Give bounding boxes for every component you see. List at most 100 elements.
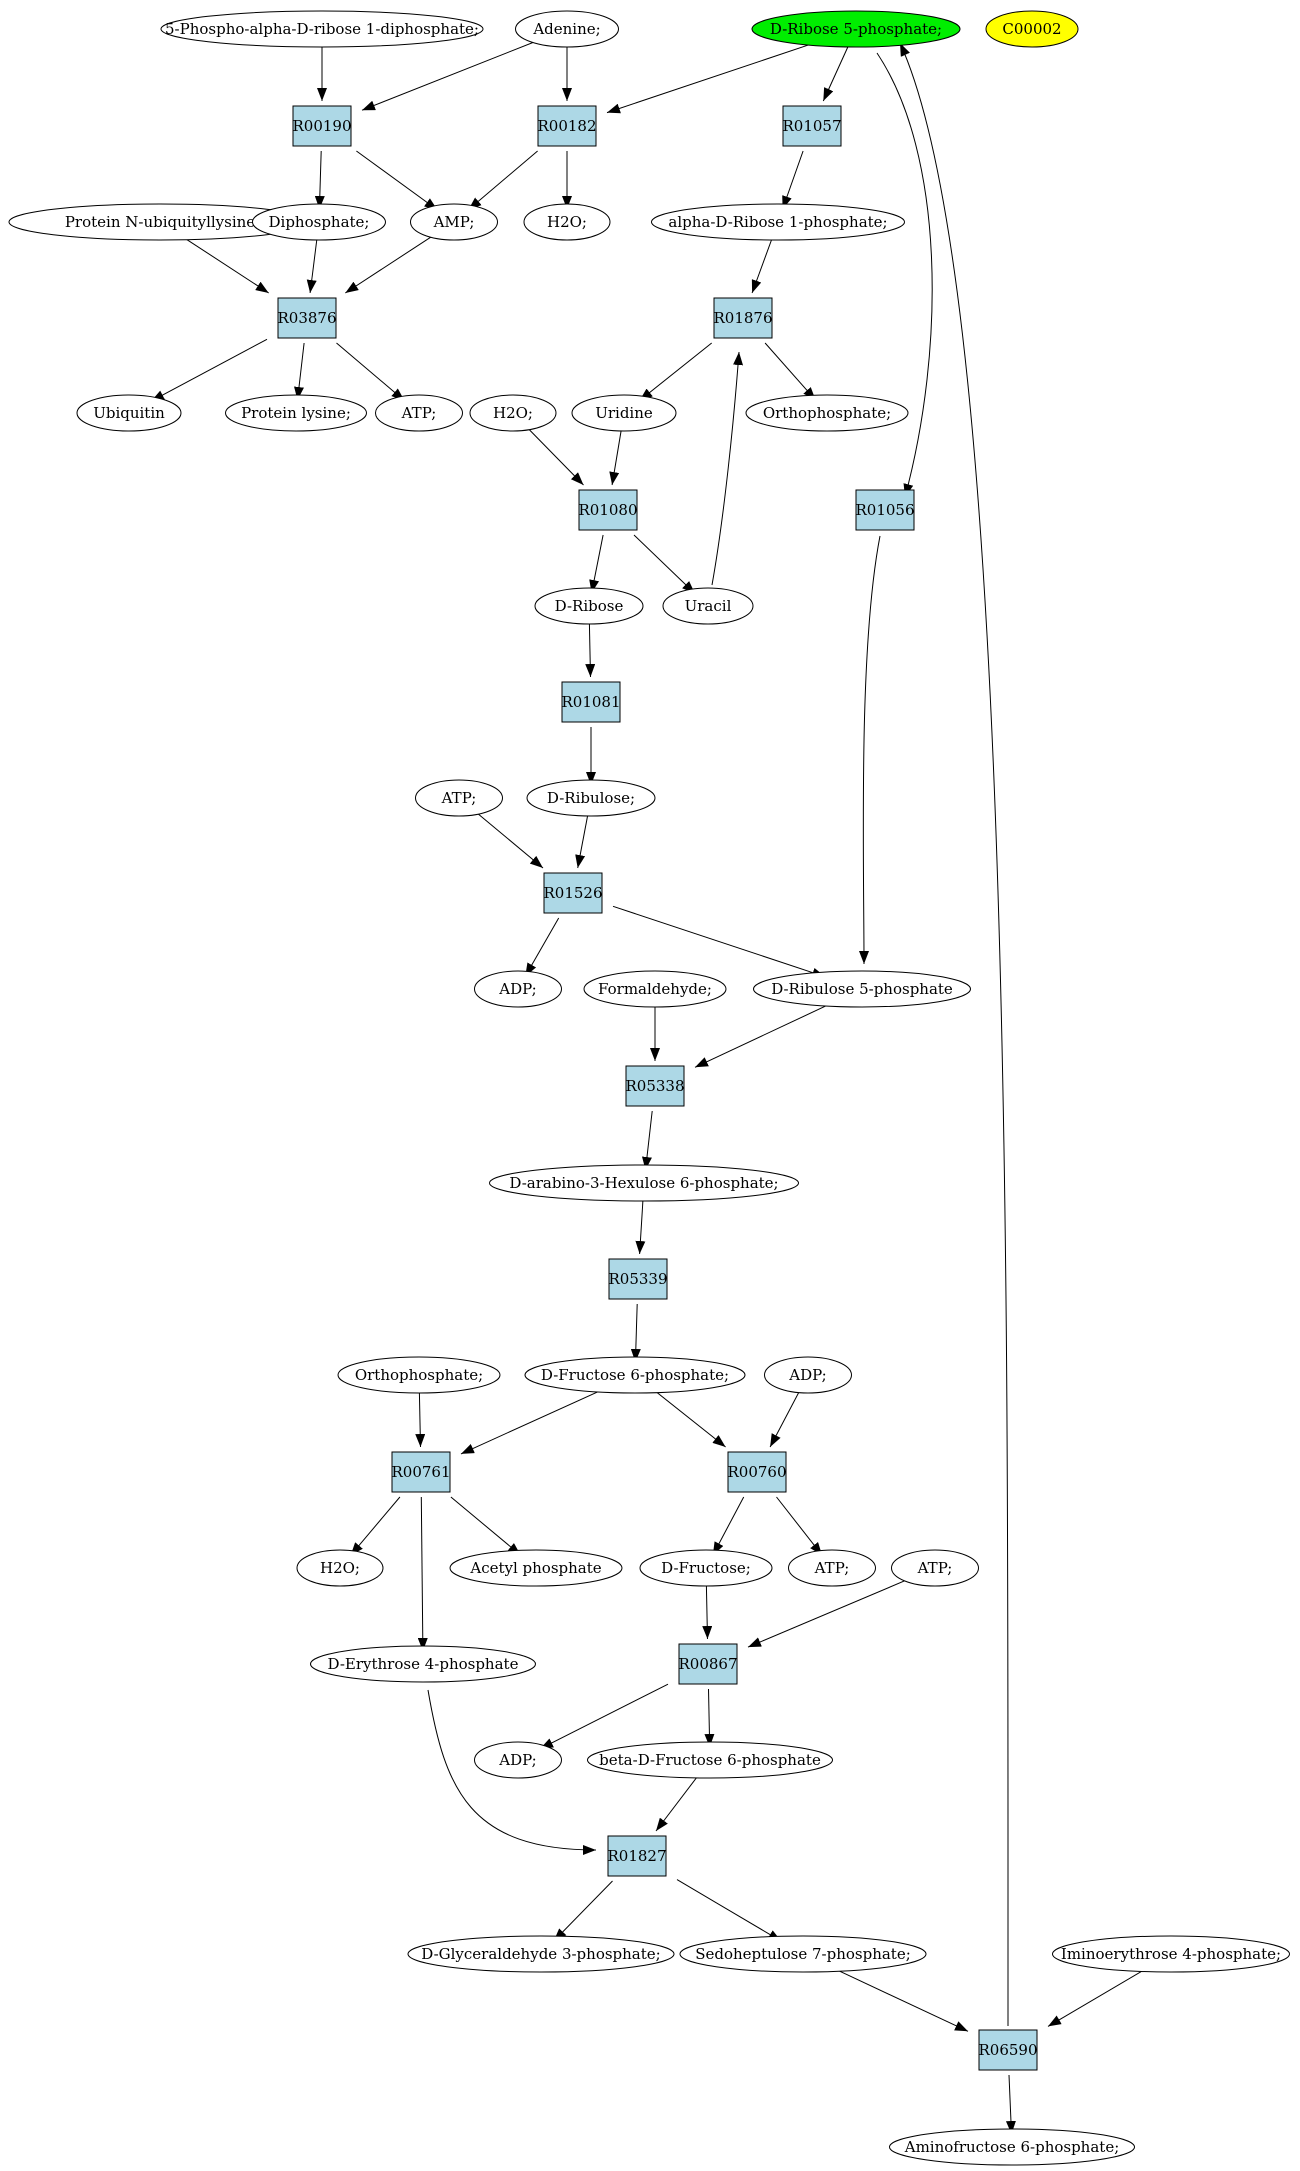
compound-node-protein-lysine-15[interactable]: Protein lysine; <box>225 394 367 432</box>
compound-node-formaldehyde-29[interactable]: Formaldehyde; <box>583 970 727 1008</box>
reaction-node-r01080-20[interactable]: R01080 <box>578 489 638 531</box>
compound-node-uridine-18[interactable]: Uridine <box>571 394 677 432</box>
edge-f6p-to-R00761 <box>460 1387 608 1455</box>
compound-node-beta-d-fructose-6-phosphate-47[interactable]: beta-D-Fructose 6-phosphate <box>587 1741 833 1779</box>
compound-node-atp-43[interactable]: ATP; <box>891 1549 979 1587</box>
edge-atp_2-to-R01526 <box>473 809 544 869</box>
compound-node-sedoheptulose-7-phosphate-50[interactable]: Sedoheptulose 7-phosphate; <box>679 1935 927 1973</box>
reaction-box <box>782 105 842 147</box>
reaction-node-r00867-45[interactable]: R00867 <box>678 1643 738 1685</box>
node-label: R01827 <box>607 1847 666 1865</box>
node-label: D-Ribulose 5-phosphate <box>771 980 953 998</box>
edge-r5p-to-R00182 <box>606 40 820 114</box>
compound-ellipse <box>788 1549 876 1587</box>
compound-node-d-ribulose-26[interactable]: D-Ribulose; <box>526 779 656 817</box>
compound-node-h2o-10[interactable]: H2O; <box>523 203 611 241</box>
compound-node-diphosphate-8[interactable]: Diphosphate; <box>252 203 386 241</box>
edge-dfructose-to-R00867 <box>702 1580 713 1640</box>
compound-node-d-glyceraldehyde-3-phosphate-49[interactable]: D-Glyceraldehyde 3-phosphate; <box>407 1935 675 1973</box>
reaction-node-r01056-21[interactable]: R01056 <box>855 489 915 531</box>
compound-node-5-phospho-alpha-d-ribose-1-diphosphate-0[interactable]: 5-Phospho-alpha-D-ribose 1-diphosphate; <box>160 10 484 48</box>
node-label: R06590 <box>978 2041 1037 2059</box>
edge-uridine-to-R01080 <box>609 425 623 486</box>
node-label: 5-Phospho-alpha-D-ribose 1-diphosphate; <box>165 20 479 38</box>
edge-R00761-to-e4p <box>417 1496 428 1652</box>
edge-s7p-to-R06590 <box>829 1966 969 2032</box>
compound-node-atp-16[interactable]: ATP; <box>375 394 463 432</box>
compound-node-protein-n-ubiquityllysine-7[interactable]: Protein N-ubiquityllysine <box>8 203 312 241</box>
reaction-node-r06590-52[interactable]: R06590 <box>978 2029 1038 2071</box>
compound-node-orthophosphate-19[interactable]: Orthophosphate; <box>745 394 909 432</box>
node-label: D-Erythrose 4-phosphate <box>328 1655 519 1673</box>
compound-node-atp-25[interactable]: ATP; <box>415 779 503 817</box>
compound-node-atp-42[interactable]: ATP; <box>788 1549 876 1587</box>
node-label: ATP; <box>401 404 437 422</box>
reaction-box <box>678 1643 738 1685</box>
reaction-node-r01827-48[interactable]: R01827 <box>607 1835 667 1877</box>
compound-node-ubiquitin-14[interactable]: Ubiquitin <box>76 394 182 432</box>
compound-node-d-arabino-3-hexulose-6-phosphate-32[interactable]: D-arabino-3-Hexulose 6-phosphate; <box>489 1164 799 1202</box>
edge-diphosphate-to-R03876 <box>306 234 318 294</box>
compound-node-d-fructose-6-phosphate-35[interactable]: D-Fructose 6-phosphate; <box>524 1356 746 1394</box>
compound-ellipse <box>524 1356 746 1394</box>
compound-node-h2o-39[interactable]: H2O; <box>296 1549 384 1587</box>
reaction-node-r01081-24[interactable]: R01081 <box>561 681 621 723</box>
compound-ellipse <box>160 10 484 48</box>
compound-ellipse <box>523 203 611 241</box>
node-label: D-arabino-3-Hexulose 6-phosphate; <box>509 1174 778 1192</box>
compound-node-d-erythrose-4-phosphate-44[interactable]: D-Erythrose 4-phosphate <box>310 1645 536 1683</box>
compound-node-adenine-1[interactable]: Adenine; <box>515 10 619 48</box>
reaction-box <box>727 1451 787 1493</box>
compound-ellipse <box>639 1549 773 1587</box>
node-label: Diphosphate; <box>269 213 370 231</box>
reaction-node-r05338-31[interactable]: R05338 <box>625 1065 685 1107</box>
compound-node-alpha-d-ribose-1-phosphate-11[interactable]: alpha-D-Ribose 1-phosphate; <box>651 203 905 241</box>
reaction-node-r01526-27[interactable]: R01526 <box>543 872 603 914</box>
reaction-node-r00190-4[interactable]: R00190 <box>292 105 352 147</box>
edge-R00761-to-acetylphos <box>450 1496 522 1556</box>
node-label: Uridine <box>595 404 653 422</box>
reaction-node-r01057-6[interactable]: R01057 <box>782 105 842 147</box>
compound-ellipse <box>296 1549 384 1587</box>
reaction-node-r00182-5[interactable]: R00182 <box>537 105 597 147</box>
compound-ellipse <box>1052 1935 1290 1973</box>
reaction-node-r03876-12[interactable]: R03876 <box>277 297 337 339</box>
reaction-node-r00761-37[interactable]: R00761 <box>391 1451 451 1493</box>
compound-ellipse <box>526 779 656 817</box>
compound-node-h2o-17[interactable]: H2O; <box>469 394 557 432</box>
compound-ellipse <box>571 394 677 432</box>
compound-node-d-ribulose-5-phosphate-30[interactable]: D-Ribulose 5-phosphate <box>753 970 971 1008</box>
reaction-node-r05339-33[interactable]: R05339 <box>608 1258 668 1300</box>
reaction-box <box>855 489 915 531</box>
edge-h2o_2-to-R01080 <box>524 425 584 486</box>
reaction-node-r01876-13[interactable]: R01876 <box>713 297 773 339</box>
edge-R06590-to-af6p <box>1005 2074 1016 2135</box>
edge-adr1p-to-R01876 <box>751 234 774 294</box>
compound-node-adp-46[interactable]: ADP; <box>474 1741 562 1779</box>
compound-node-amp-9[interactable]: AMP; <box>410 203 498 241</box>
reaction-node-r00760-38[interactable]: R00760 <box>727 1451 787 1493</box>
compound-node-c00002-3[interactable]: C00002 <box>985 10 1079 48</box>
edge-pnub-to-R03876 <box>179 234 269 294</box>
edge-atp_4-to-R00867 <box>747 1578 911 1648</box>
edge-adenine-to-R00190 <box>361 39 540 111</box>
compound-node-uracil-23[interactable]: Uracil <box>662 587 754 625</box>
node-label: H2O; <box>493 404 533 422</box>
edge-R01827-to-s7p <box>676 1879 782 1942</box>
compound-node-iminoerythrose-4-phosphate-51[interactable]: Iminoerythrose 4-phosphate; <box>1052 1935 1290 1973</box>
edge-R00182-to-amp <box>468 150 538 211</box>
reaction-box <box>713 297 773 339</box>
compound-node-d-ribose-5-phosphate-2[interactable]: D-Ribose 5-phosphate; <box>751 10 961 48</box>
edge-r5p-to-R01056 <box>876 52 933 498</box>
compound-node-d-ribose-22[interactable]: D-Ribose <box>534 587 644 625</box>
edge-R03876-to-protlys <box>294 342 305 401</box>
compound-node-adp-28[interactable]: ADP; <box>474 970 562 1008</box>
compound-node-acetyl-phosphate-40[interactable]: Acetyl phosphate <box>449 1549 623 1587</box>
edge-hexulose6p-to-R05339 <box>635 1195 646 1255</box>
reaction-box <box>578 489 638 531</box>
compound-node-aminofructose-6-phosphate-53[interactable]: Aminofructose 6-phosphate; <box>889 2128 1135 2166</box>
compound-node-orthophosphate-34[interactable]: Orthophosphate; <box>337 1356 501 1394</box>
compound-ellipse <box>662 587 754 625</box>
compound-node-adp-36[interactable]: ADP; <box>764 1356 852 1394</box>
compound-node-d-fructose-41[interactable]: D-Fructose; <box>639 1549 773 1587</box>
